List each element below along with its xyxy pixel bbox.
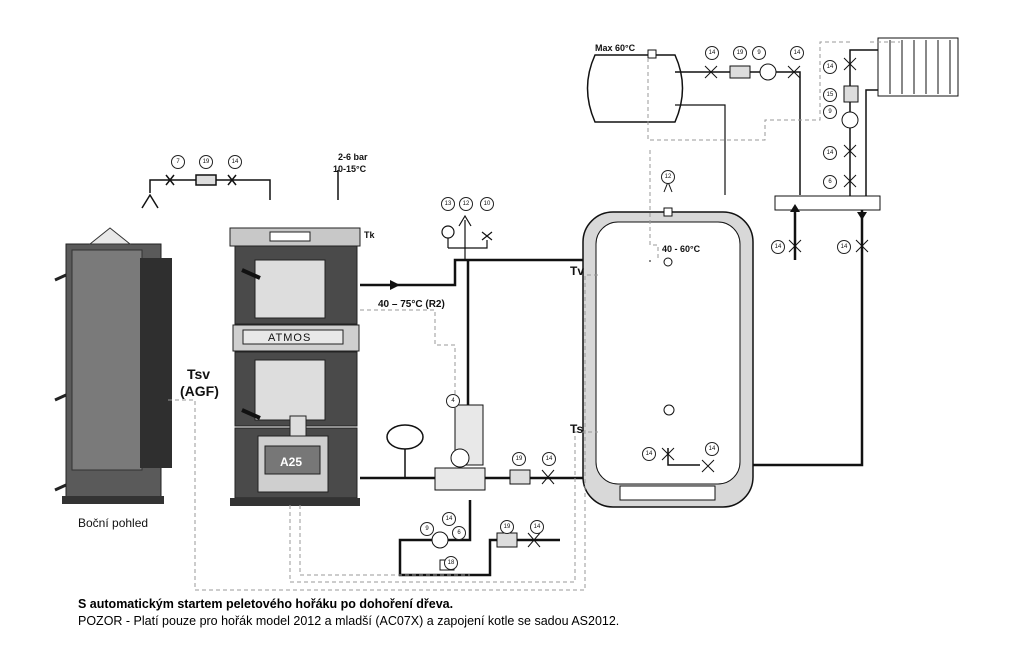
boiler-temp-label: 40 – 75°C (R2) — [378, 299, 445, 310]
pressure-label: 2-6 bar — [338, 152, 368, 162]
component-6-a: 6 — [452, 526, 466, 540]
agf-label: (AGF) — [180, 383, 219, 399]
top-tank — [586, 49, 801, 195]
flow-arrow — [390, 280, 400, 290]
brand-label: ATMOS — [268, 332, 312, 344]
caption-note: POZOR - Platí pouze pro hořák model 2012… — [78, 614, 620, 628]
tv-label: Tv — [570, 264, 585, 278]
sensor-wiring — [168, 41, 900, 591]
tank-temp-label: 40 - 60°C — [662, 244, 701, 254]
tank-max-label: Max 60°C — [595, 43, 636, 53]
radiator-circuit — [774, 37, 959, 253]
component-14-h: 14 — [790, 46, 804, 60]
tsv-label: Tsv — [187, 366, 211, 382]
ts-label: Ts — [570, 422, 584, 436]
component-19-a: 19 — [199, 155, 213, 169]
component-10: 10 — [480, 197, 494, 211]
component-14-a: 14 — [228, 155, 242, 169]
caption-title: S automatickým startem peletového hořáku… — [78, 597, 454, 611]
boiler-front — [229, 227, 361, 506]
component-14-e: 14 — [642, 447, 656, 461]
component-14-k: 14 — [771, 240, 785, 254]
storage-tank — [582, 180, 754, 508]
component-13: 13 — [441, 197, 455, 211]
component-14-b: 14 — [542, 452, 556, 466]
tk-label: Tk — [364, 230, 375, 240]
mixing-valve-assembly — [434, 404, 555, 491]
component-19-b: 19 — [512, 452, 526, 466]
component-9-c: 9 — [823, 105, 837, 119]
boiler-side-view — [54, 227, 172, 504]
component-12-a: 12 — [459, 197, 473, 211]
component-14-l: 14 — [837, 240, 851, 254]
expansion-vessel — [386, 424, 424, 450]
component-14-i: 14 — [823, 60, 837, 74]
cold-water-inlet — [141, 170, 339, 209]
burner-label: A25 — [280, 455, 303, 469]
component-6-b: 6 — [823, 175, 837, 189]
component-19-c: 19 — [500, 520, 514, 534]
safety-group — [441, 214, 493, 260]
component-9-b: 9 — [752, 46, 766, 60]
water-temp-label: 10-15°C — [333, 164, 367, 174]
component-15: 15 — [823, 88, 837, 102]
component-14-c: 14 — [442, 512, 456, 526]
component-18: 18 — [444, 556, 458, 570]
component-7: 7 — [171, 155, 185, 169]
component-9-a: 9 — [420, 522, 434, 536]
component-14-d: 14 — [530, 520, 544, 534]
side-view-label: Boční pohled — [78, 516, 149, 530]
component-14-j: 14 — [823, 146, 837, 160]
component-14-g: 14 — [705, 46, 719, 60]
component-19-d: 19 — [733, 46, 747, 60]
component-14-f: 14 — [705, 442, 719, 456]
component-12-b: 12 — [661, 170, 675, 184]
component-4: 4 — [446, 394, 460, 408]
